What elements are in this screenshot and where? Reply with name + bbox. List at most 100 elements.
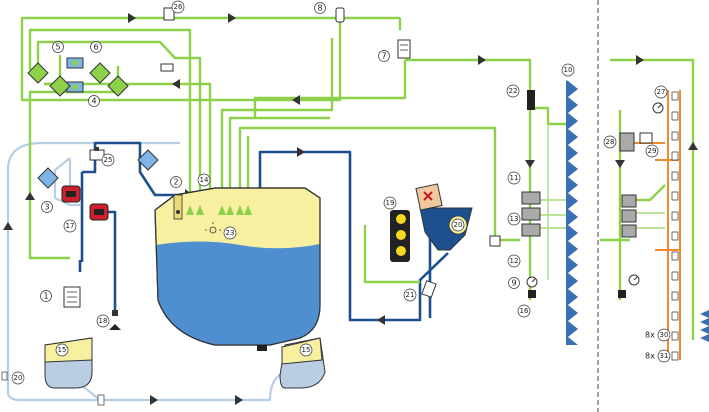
svg-text:15: 15 xyxy=(58,346,67,354)
callout-12: 12 xyxy=(507,254,521,268)
sensor-26 xyxy=(160,7,175,72)
callout-30: 8x 30 xyxy=(645,328,671,342)
boom-nozzles xyxy=(1,91,679,406)
tank-light-icon xyxy=(205,222,221,234)
callout-6: 6 xyxy=(90,41,102,53)
pressure-gauge-9 xyxy=(526,276,538,288)
callout-22: 22 xyxy=(506,84,520,98)
level-gauge-icon xyxy=(173,194,183,220)
svg-text:29: 29 xyxy=(648,147,657,155)
svg-text:16: 16 xyxy=(520,307,529,315)
callout-2: 2 xyxy=(170,176,182,188)
callout-27: 27 xyxy=(654,85,668,99)
spray-boom-right xyxy=(700,310,709,342)
drain-valve-right xyxy=(618,290,626,298)
callout-8: 8 xyxy=(314,2,326,14)
callout-3: 3 xyxy=(41,201,53,213)
rinse-tank-left xyxy=(44,337,93,389)
callout-13: 13 xyxy=(507,212,521,226)
diamond-green-2 xyxy=(89,62,111,84)
red-valve-17 xyxy=(89,203,109,221)
svg-text:28: 28 xyxy=(606,138,615,146)
svg-text:5: 5 xyxy=(55,43,60,52)
svg-text:22: 22 xyxy=(509,87,518,95)
svg-text:9: 9 xyxy=(511,279,516,288)
svg-text:11: 11 xyxy=(510,174,519,182)
svg-text:6: 6 xyxy=(93,43,98,52)
svg-text:31: 31 xyxy=(660,352,669,360)
valve-5 xyxy=(66,57,84,69)
svg-text:13: 13 xyxy=(510,215,519,223)
svg-text:23: 23 xyxy=(226,229,235,237)
callout-4: 4 xyxy=(88,95,100,107)
svg-text:27: 27 xyxy=(657,88,666,96)
callout-25: 25 xyxy=(101,153,115,167)
drain-valve-16 xyxy=(528,290,536,298)
svg-text:3: 3 xyxy=(44,203,49,212)
diamond-green-1 xyxy=(27,62,49,84)
callout-18: 18 xyxy=(96,314,110,328)
clean-water-line xyxy=(20,16,695,340)
callout-28: 28 xyxy=(603,135,617,149)
svg-text:20: 20 xyxy=(454,221,463,229)
svg-text:8: 8 xyxy=(317,4,322,13)
svg-text:12: 12 xyxy=(510,257,519,265)
red-valve-3 xyxy=(61,185,81,203)
svg-text:4: 4 xyxy=(91,97,96,106)
callout-9: 9 xyxy=(508,277,520,289)
svg-text:26: 26 xyxy=(174,3,183,11)
callout-26: 26 xyxy=(171,0,185,14)
connector-18 xyxy=(109,310,121,330)
callout-15b: 15 xyxy=(299,343,313,357)
chemical-can-icon xyxy=(415,183,443,211)
valve-22 xyxy=(527,90,535,110)
svg-text:2: 2 xyxy=(173,178,178,187)
pressure-gauge-right xyxy=(628,274,640,286)
svg-text:10: 10 xyxy=(564,66,573,74)
valve-25 xyxy=(89,147,105,161)
section-valves-right xyxy=(619,132,653,238)
pressure-sensor-8 xyxy=(335,7,345,23)
callout-23: 23 xyxy=(223,226,237,240)
callout-10: 10 xyxy=(561,63,575,77)
callout-21: 21 xyxy=(403,288,417,302)
svg-text:8x: 8x xyxy=(645,331,655,340)
diamond-green-3 xyxy=(107,75,129,97)
filter-7 xyxy=(397,39,411,59)
callout-20a: 20 xyxy=(451,218,465,232)
callout-7: 7 xyxy=(378,50,390,62)
callout-11: 11 xyxy=(507,171,521,185)
callout-29: 29 xyxy=(645,144,659,158)
svg-text:18: 18 xyxy=(99,317,108,325)
svg-text:1: 1 xyxy=(43,292,48,301)
callout-5: 5 xyxy=(52,41,64,53)
callout-1: 1 xyxy=(40,290,52,302)
callout-19: 19 xyxy=(383,196,397,210)
svg-text:14: 14 xyxy=(200,176,209,184)
svg-text:7: 7 xyxy=(381,52,386,61)
pressure-gauge-27 xyxy=(652,102,664,114)
callout-17: 17 xyxy=(63,219,77,233)
svg-text:30: 30 xyxy=(660,331,669,339)
callout-16: 16 xyxy=(517,304,531,318)
svg-text:21: 21 xyxy=(406,291,415,299)
diamond-blue-1 xyxy=(37,167,59,189)
valve-21 xyxy=(421,280,437,298)
svg-text:8x: 8x xyxy=(645,352,655,361)
callout-20b: 20 xyxy=(11,371,25,385)
filter-1 xyxy=(63,286,81,308)
valve-bank xyxy=(390,210,410,262)
svg-text:15: 15 xyxy=(302,346,311,354)
tank-rinse-nozzles xyxy=(186,205,252,215)
svg-text:19: 19 xyxy=(386,199,395,207)
callout-15a: 15 xyxy=(55,343,69,357)
callout-14: 14 xyxy=(197,173,211,187)
section-valves-left xyxy=(489,191,541,247)
spray-boom-left xyxy=(566,80,578,345)
svg-text:25: 25 xyxy=(104,156,113,164)
svg-text:17: 17 xyxy=(66,222,75,230)
callout-31: 8x 31 xyxy=(645,349,671,363)
induction-hopper xyxy=(419,207,473,251)
diamond-blue-2 xyxy=(137,149,159,171)
